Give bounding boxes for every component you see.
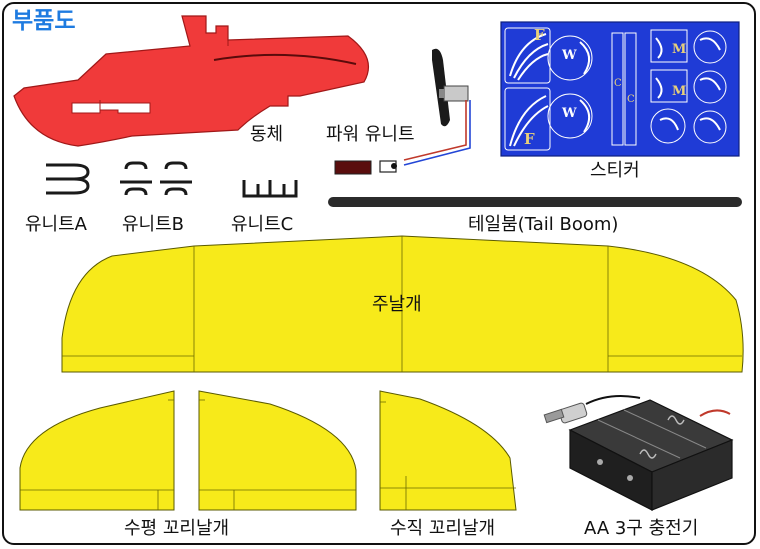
label-sticker: 스티커	[590, 160, 640, 181]
label-horizontal-tail: 수평 꼬리날개	[124, 518, 230, 539]
label-unit-b: 유니트B	[122, 214, 185, 235]
sticker-c-left: C	[614, 78, 622, 89]
sticker-w-bottom: W	[562, 106, 577, 121]
label-unit-c: 유니트C	[231, 214, 294, 235]
fuselage-part	[13, 15, 369, 147]
tail-boom-part	[328, 197, 742, 207]
label-body: 동체	[250, 124, 284, 145]
horizontal-tail-part	[19, 390, 357, 511]
main-wing-part	[61, 235, 744, 373]
page-title: 부품도	[12, 8, 76, 34]
sticker-w-top: W	[562, 48, 577, 63]
vertical-tail-part	[379, 390, 517, 511]
label-vertical-tail: 수직 꼬리날개	[390, 518, 496, 539]
sticker-m-top: M	[672, 42, 687, 57]
battery-holder-part	[543, 395, 734, 511]
sticker-f-top: F	[534, 26, 545, 44]
label-main-wing: 주날개	[372, 294, 422, 315]
sticker-m-bottom: M	[672, 84, 687, 99]
power-unit-part	[334, 48, 471, 175]
unit-a-part	[46, 163, 90, 195]
sticker-c-right: C	[627, 94, 635, 105]
sticker-f-bottom: F	[524, 130, 535, 148]
label-tail-boom: 테일붐(Tail Boom)	[468, 214, 619, 235]
unit-c-part	[242, 180, 298, 198]
label-power-unit: 파워 유니트	[326, 124, 415, 145]
sticker-sheet-part	[500, 21, 740, 157]
unit-b-part	[120, 161, 192, 196]
label-unit-a: 유니트A	[25, 214, 87, 235]
label-battery-holder: AA 3구 충전기	[584, 518, 699, 539]
